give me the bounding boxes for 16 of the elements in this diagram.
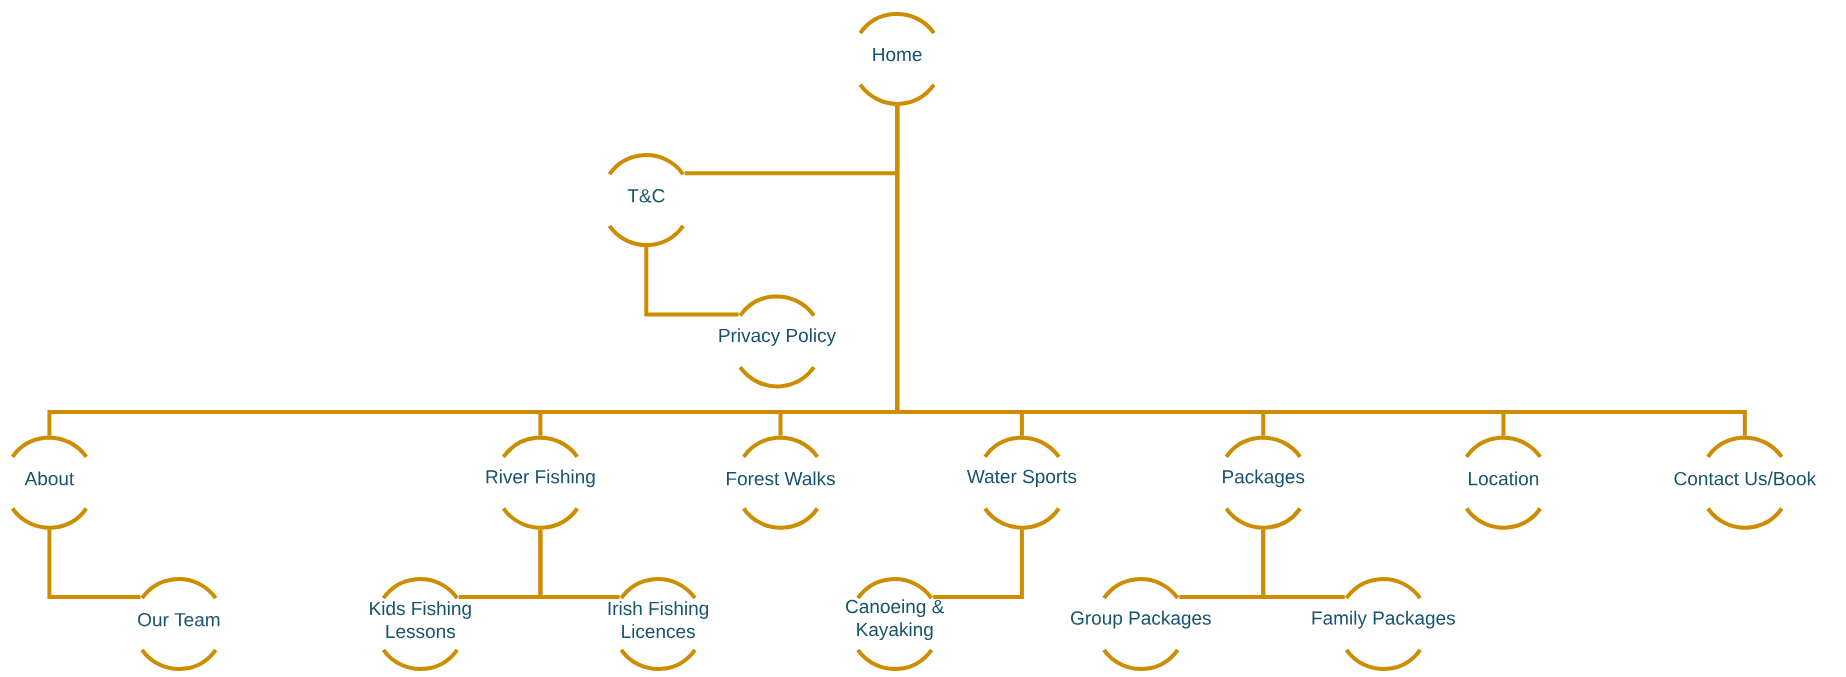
circle-node: Privacy Policy [719,294,837,389]
circle-node: Group Packages [1071,577,1211,671]
circle-node: Contact Us/Book [1674,435,1817,530]
circle-node: Family Packages [1312,577,1455,671]
connector-line [895,105,1747,436]
connector-line [47,529,141,600]
circle-node: Irish Fishing Licences [608,577,709,671]
circle-node: Water Sports [966,435,1077,530]
connector-line [1261,529,1345,600]
circle-node: Canoeing & Kayaking [846,577,944,671]
circle-node: River Fishing [486,435,595,530]
connector-line [644,247,739,317]
connector-line [933,529,1024,600]
connector-line [538,529,620,600]
circle-node: Forest Walks [727,435,835,530]
circle-node: Kids Fishing Lessons [370,577,471,671]
